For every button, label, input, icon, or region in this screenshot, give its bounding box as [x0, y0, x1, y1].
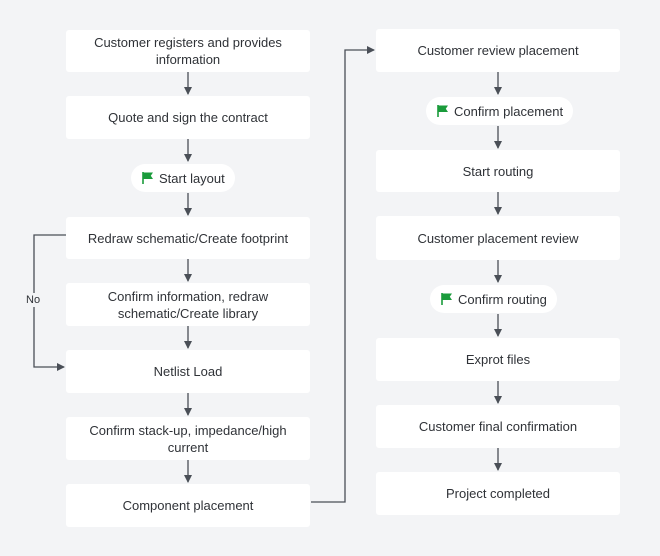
- milestone-label: Confirm placement: [454, 103, 564, 119]
- step-label: Project completed: [445, 486, 551, 501]
- milestone-label: Start layout: [159, 170, 225, 186]
- step-customer-placement-review: Customer placement review: [376, 216, 620, 260]
- step-project-completed: Project completed: [376, 472, 620, 515]
- step-label: Start routing: [462, 163, 534, 179]
- flag-icon: [437, 105, 448, 117]
- flag-icon: [142, 172, 153, 184]
- step-label: Redraw schematic/Create footprint: [87, 230, 289, 246]
- milestone-confirm-placement: Confirm placement: [426, 97, 574, 125]
- step-label: Customer registers and provides informat…: [94, 35, 282, 67]
- step-label: Customer final confirmation: [418, 419, 578, 434]
- step-export-files: Exprot files: [376, 338, 620, 381]
- step-label: Netlist Load: [153, 364, 223, 379]
- step-label: Customer review placement: [417, 43, 579, 58]
- step-label: Customer placement review: [417, 230, 579, 246]
- step-component-placement: Component placement: [66, 484, 310, 527]
- step-redraw-schematic: Redraw schematic/Create footprint: [66, 217, 310, 259]
- step-customer-registers: Customer registers and provides informat…: [66, 30, 310, 72]
- milestone-start-layout: Start layout: [131, 164, 235, 192]
- step-netlist-load: Netlist Load: [66, 350, 310, 393]
- step-customer-final-confirmation: Customer final confirmation: [376, 405, 620, 448]
- step-confirm-information: Confirm information, redraw schematic/Cr…: [66, 283, 310, 326]
- step-quote-contract: Quote and sign the contract: [66, 96, 310, 139]
- step-label: Component placement: [122, 498, 254, 513]
- step-label: Confirm stack-up, impedance/high current: [89, 422, 287, 455]
- milestone-confirm-routing: Confirm routing: [430, 285, 557, 313]
- step-customer-review-placement: Customer review placement: [376, 29, 620, 72]
- step-label: Exprot files: [465, 352, 531, 367]
- step-label: Confirm information, redraw schematic/Cr…: [107, 288, 269, 321]
- no-label: No: [26, 293, 41, 307]
- flag-icon: [441, 293, 452, 305]
- milestone-label: Confirm routing: [458, 291, 547, 307]
- step-label: Quote and sign the contract: [108, 110, 268, 125]
- column-transfer-line: [311, 46, 375, 503]
- step-confirm-stackup: Confirm stack-up, impedance/high current: [66, 417, 310, 460]
- step-start-routing: Start routing: [376, 150, 620, 192]
